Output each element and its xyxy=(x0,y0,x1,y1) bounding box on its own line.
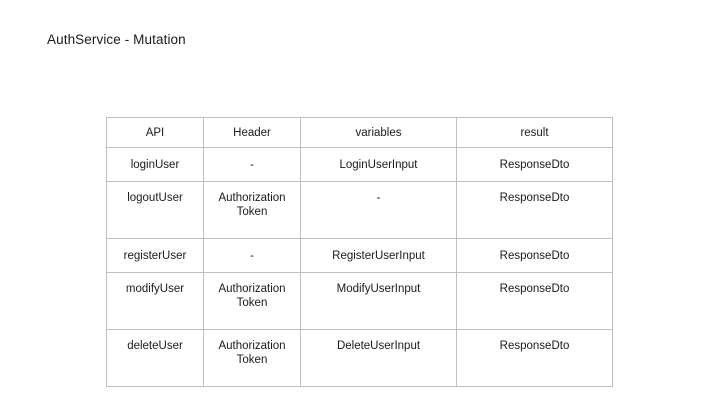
cell-variables: - xyxy=(300,181,457,239)
cell-variables: LoginUserInput xyxy=(300,147,457,182)
cell-api: logoutUser xyxy=(106,181,204,239)
table-row: modifyUser Authorization Token ModifyUse… xyxy=(106,272,613,330)
cell-variables: RegisterUserInput xyxy=(300,238,457,273)
cell-api: deleteUser xyxy=(106,329,204,387)
cell-result: ResponseDto xyxy=(456,238,613,273)
cell-header: Authorization Token xyxy=(203,181,301,239)
api-table: API Header variables result loginUser - … xyxy=(106,117,613,387)
cell-api: modifyUser xyxy=(106,272,204,330)
table-head: API Header variables result xyxy=(106,117,613,148)
cell-result: ResponseDto xyxy=(456,147,613,182)
table-body: loginUser - LoginUserInput ResponseDto l… xyxy=(106,147,613,387)
cell-header: Authorization Token xyxy=(203,329,301,387)
cell-header: - xyxy=(203,147,301,182)
cell-result: ResponseDto xyxy=(456,329,613,387)
column-header-header: Header xyxy=(203,117,301,148)
cell-header: - xyxy=(203,238,301,273)
cell-header: Authorization Token xyxy=(203,272,301,330)
cell-result: ResponseDto xyxy=(456,272,613,330)
cell-result: ResponseDto xyxy=(456,181,613,239)
table-row: deleteUser Authorization Token DeleteUse… xyxy=(106,329,613,387)
table-row: loginUser - LoginUserInput ResponseDto xyxy=(106,147,613,182)
column-header-variables: variables xyxy=(300,117,457,148)
table-row: registerUser - RegisterUserInput Respons… xyxy=(106,238,613,273)
page-title: AuthService - Mutation xyxy=(47,32,186,47)
cell-api: registerUser xyxy=(106,238,204,273)
column-header-result: result xyxy=(456,117,613,148)
column-header-api: API xyxy=(106,117,204,148)
cell-variables: DeleteUserInput xyxy=(300,329,457,387)
cell-api: loginUser xyxy=(106,147,204,182)
cell-variables: ModifyUserInput xyxy=(300,272,457,330)
table-header-row: API Header variables result xyxy=(106,117,613,148)
table-row: logoutUser Authorization Token - Respons… xyxy=(106,181,613,239)
